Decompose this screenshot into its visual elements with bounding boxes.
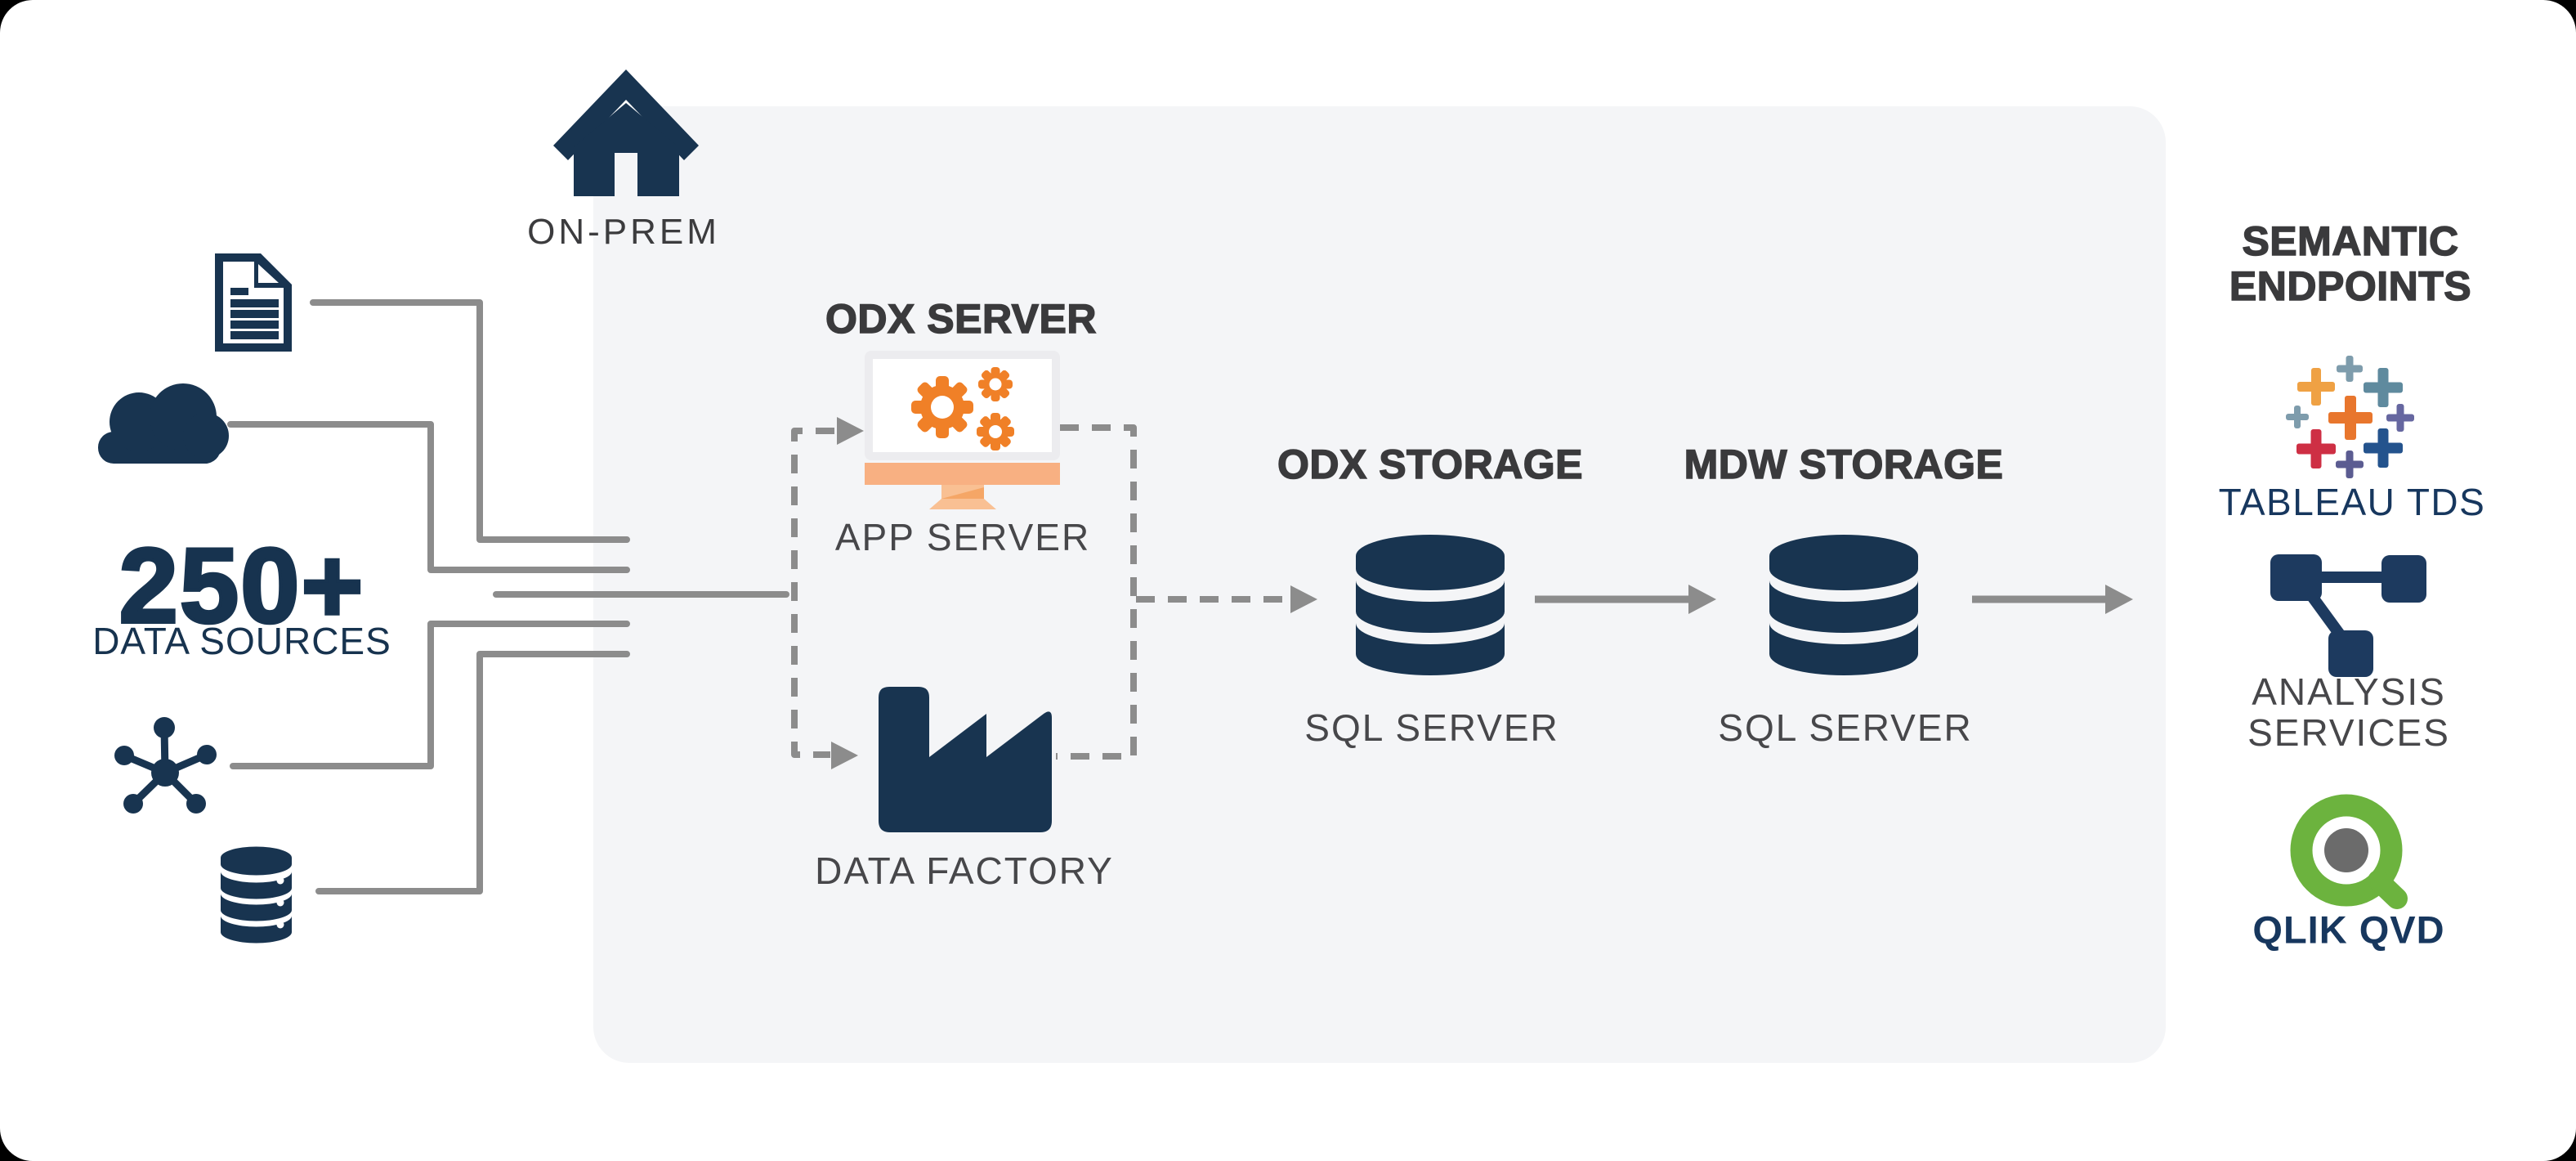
arrowhead-odx-storage <box>1290 585 1317 613</box>
database-icon <box>221 846 292 944</box>
gear-icon <box>911 367 1014 451</box>
qlik-qvd-label: QLIK QVD <box>2252 908 2445 952</box>
semantic-endpoints-line2: ENDPOINTS <box>2229 263 2472 310</box>
connector-database-line <box>315 651 630 894</box>
arrowhead-endpoints <box>2105 585 2133 614</box>
dashed-left-branch <box>791 428 834 758</box>
database-cylinder-icon <box>1356 535 1505 675</box>
semantic-endpoints-line1: SEMANTIC <box>2242 218 2459 265</box>
data-sources-label: DATA SOURCES <box>92 620 391 662</box>
tableau-tds-label: TABLEAU TDS <box>2218 481 2486 523</box>
network-icon <box>114 717 217 814</box>
monitor-gears-icon <box>865 351 1060 509</box>
factory-icon <box>879 687 1052 832</box>
cloud-icon <box>98 383 229 464</box>
connector-document-line <box>310 299 630 543</box>
document-icon <box>215 253 292 352</box>
arrowhead-app-server <box>837 417 864 445</box>
home-icon <box>553 69 699 196</box>
mdw-storage-caption: SQL SERVER <box>1718 706 1973 749</box>
odx-storage-title: ODX STORAGE <box>1277 441 1584 488</box>
data-sources-count: 250+ <box>118 524 365 647</box>
analysis-services-icon <box>2270 554 2426 677</box>
database-cylinder-icon <box>1769 535 1918 675</box>
arrowhead-data-factory <box>831 742 858 769</box>
analysis-services-label: ANALYSIS SERVICES <box>2247 671 2450 753</box>
app-server-label: APP SERVER <box>834 516 1091 558</box>
analysis-services-line1: ANALYSIS <box>2252 670 2446 713</box>
on-prem-label: ON-PREM <box>527 212 720 252</box>
odx-server-title: ODX SERVER <box>825 295 1097 343</box>
odx-storage-caption: SQL SERVER <box>1304 706 1559 749</box>
analysis-services-line2: SERVICES <box>2247 711 2450 754</box>
dashed-right-branch <box>1056 424 1137 760</box>
data-factory-label: DATA FACTORY <box>815 849 1114 892</box>
arrowhead-mdw-storage <box>1688 585 1716 614</box>
qlik-logo-icon <box>2290 794 2408 909</box>
tableau-logo-icon <box>2286 356 2414 478</box>
semantic-endpoints-title: SEMANTIC ENDPOINTS <box>2229 218 2472 310</box>
connector-cloud-line <box>227 421 630 573</box>
connector-network-line <box>230 621 630 769</box>
mdw-storage-title: MDW STORAGE <box>1684 441 2004 488</box>
